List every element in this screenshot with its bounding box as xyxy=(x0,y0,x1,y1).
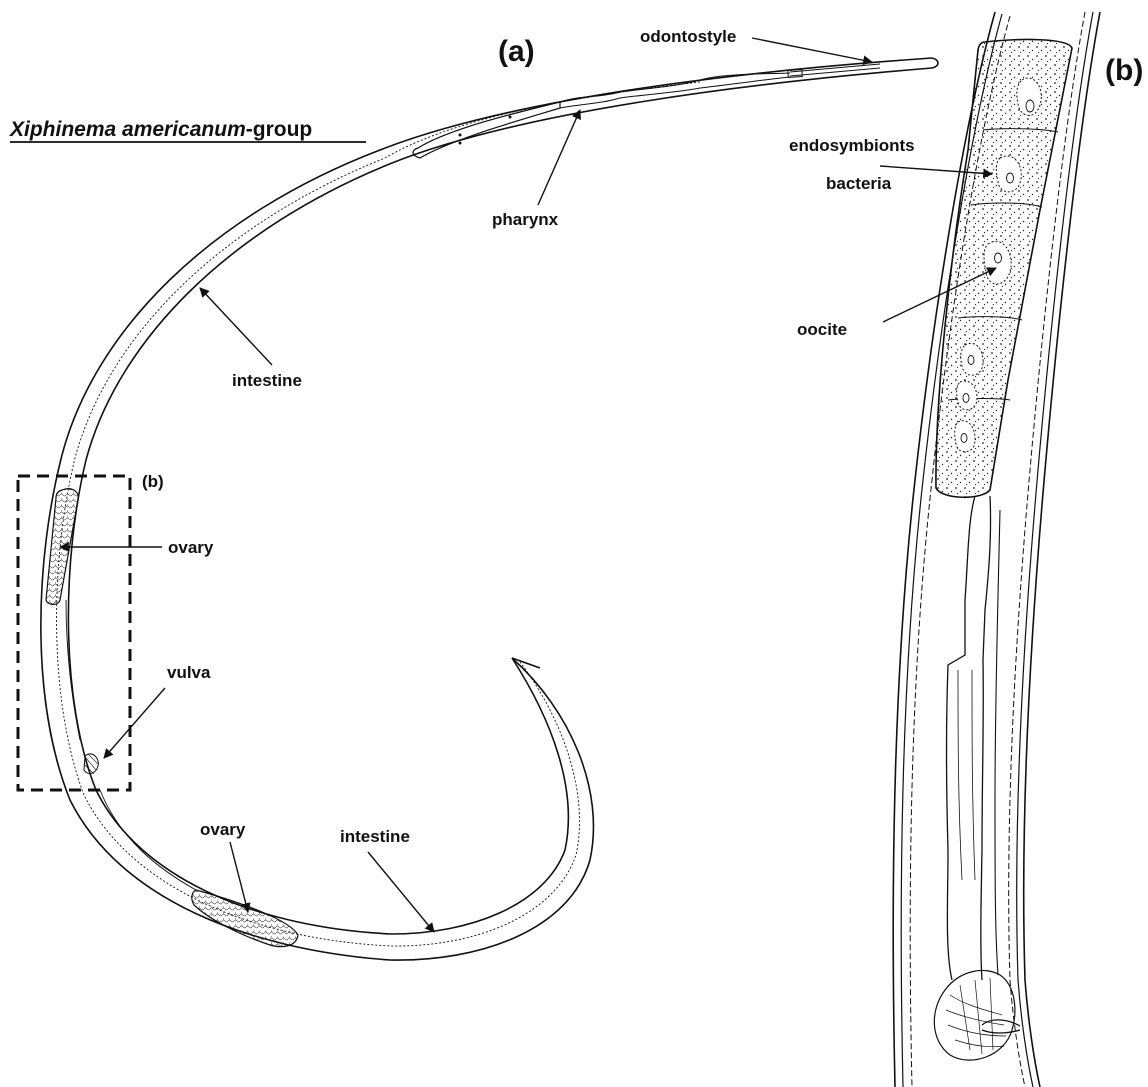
label-vulva: vulva xyxy=(167,663,211,682)
vulva-detail-b xyxy=(934,970,1020,1060)
label-bacteria: bacteria xyxy=(826,174,892,193)
label-pharynx: pharynx xyxy=(492,210,559,229)
reproductive-structures-a xyxy=(46,489,298,947)
label-oocite: oocite xyxy=(797,320,847,339)
label-intestine-upper: intestine xyxy=(232,371,302,390)
title-suffix: -group xyxy=(246,118,312,141)
label-odontostyle: odontostyle xyxy=(640,27,736,46)
inset-label: (b) xyxy=(142,472,164,491)
figure-title: Xiphinema americanum-group xyxy=(9,118,312,141)
oocyte-nucleus xyxy=(1017,78,1042,115)
panel-label-b: (b) xyxy=(1105,54,1143,87)
oviduct-b xyxy=(947,496,1001,980)
nematode-body-a xyxy=(41,58,938,960)
label-intestine-lower: intestine xyxy=(340,827,410,846)
label-ovary-lower: ovary xyxy=(200,820,246,839)
title-italic: Xiphinema americanum xyxy=(9,118,246,141)
ovary-b xyxy=(936,40,1072,498)
label-ovary-upper: ovary xyxy=(168,538,214,557)
label-endosymbionts: endosymbionts xyxy=(789,136,915,155)
panel-label-a: (a) xyxy=(498,35,535,68)
oocyte-nucleus xyxy=(961,343,983,375)
